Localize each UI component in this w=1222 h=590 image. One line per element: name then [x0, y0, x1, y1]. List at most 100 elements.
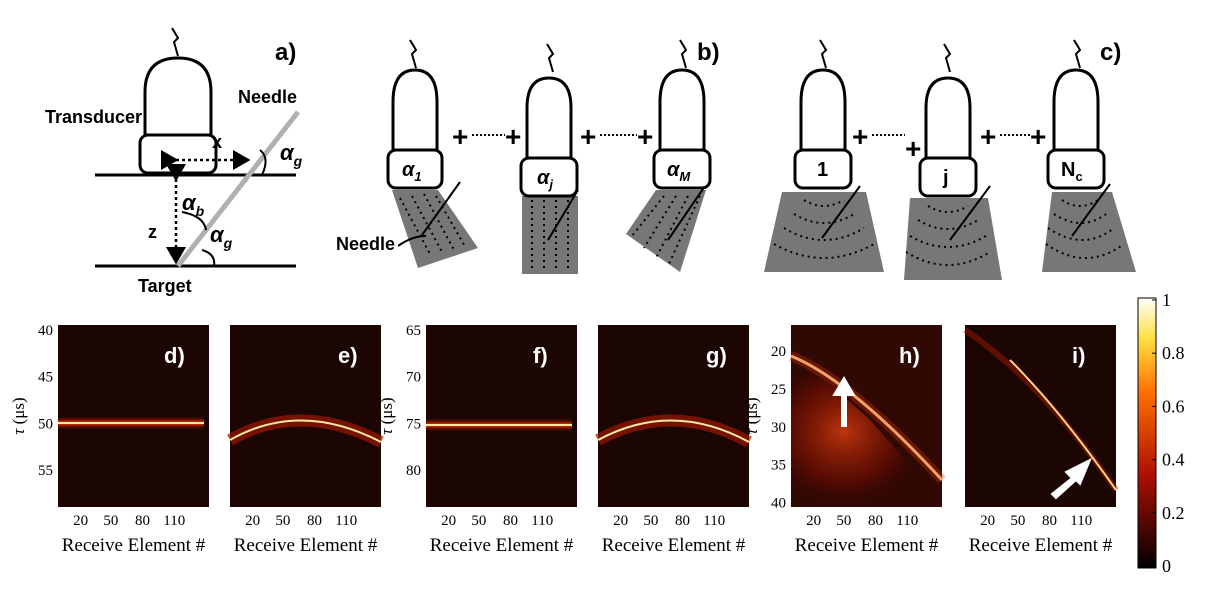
- image-d-letter: d): [164, 343, 185, 368]
- panel-b-letter: b): [697, 39, 720, 66]
- image-d: d): [58, 325, 209, 507]
- y-tick-f: 80: [406, 463, 421, 479]
- x-tick-e: 50: [275, 513, 290, 529]
- probe-b2-label: αj: [537, 167, 553, 192]
- x-tick-d: 20: [73, 513, 88, 529]
- panel-c-letter: c): [1100, 39, 1121, 66]
- arrow-h: [832, 376, 856, 427]
- y-axis-label-d: τ (μs): [9, 397, 28, 434]
- x-tick-i: 110: [1070, 513, 1092, 529]
- probe-b1: α1: [386, 39, 478, 268]
- transducer-label: Transducer: [45, 107, 142, 127]
- image-f-letter: f): [533, 343, 548, 368]
- image-e: e): [227, 325, 384, 507]
- x-tick-h: 110: [896, 513, 918, 529]
- panel-c: c) 1 + +: [764, 39, 1136, 280]
- arrow-i: [1050, 457, 1092, 500]
- y-axis-label-h: τ (μs): [742, 397, 761, 434]
- probe-c1: 1: [764, 39, 884, 272]
- x-tick-e: 110: [335, 513, 357, 529]
- plus-5: +: [852, 121, 868, 152]
- image-f: f): [426, 325, 577, 507]
- y-tick-f: 70: [406, 370, 421, 386]
- transducer-head: [138, 133, 218, 175]
- x-tick-f: 50: [471, 513, 486, 529]
- x-tick-h: 80: [868, 513, 883, 529]
- angle-arc-bottom: [201, 249, 216, 267]
- x-axis-label-d: Receive Element #: [62, 535, 206, 556]
- x-tick-i: 20: [980, 513, 995, 529]
- z-label: z: [148, 222, 157, 242]
- plus-2: +: [505, 121, 521, 152]
- y-tick-h: 35: [771, 458, 786, 474]
- colorbar-tick: 0.2: [1162, 503, 1185, 523]
- y-tick-f: 75: [406, 416, 421, 432]
- x-tick-d: 110: [163, 513, 185, 529]
- probe-c1-label: 1: [817, 159, 828, 181]
- angle-arc-b: [181, 211, 207, 231]
- needle: [176, 110, 300, 268]
- y-tick-h: 40: [771, 495, 786, 511]
- x-tick-g: 50: [643, 513, 658, 529]
- x-tick-f: 80: [503, 513, 518, 529]
- panel-a: a) Transducer Needle x z αg αb αg Target: [45, 27, 303, 296]
- x-axis-label-f: Receive Element #: [430, 535, 574, 556]
- x-tick-e: 20: [245, 513, 260, 529]
- plus-8: +: [1030, 121, 1046, 152]
- plus-1: +: [452, 121, 468, 152]
- alpha-g-top-label: αg: [280, 140, 303, 169]
- x-label: x: [212, 132, 222, 152]
- x-axis-label-g: Receive Element #: [602, 535, 746, 556]
- y-tick-h: 25: [771, 382, 786, 398]
- x-tick-h: 20: [806, 513, 821, 529]
- y-tick-f: 65: [406, 323, 421, 339]
- colorbar-ticks: 10.80.60.40.20: [1152, 290, 1185, 576]
- probe-c3: Nc: [1042, 39, 1136, 272]
- target-label: Target: [138, 276, 192, 296]
- needle-label-b: Needle: [336, 234, 395, 254]
- x-tick-g: 110: [703, 513, 725, 529]
- colorbar-tick: 1: [1162, 290, 1171, 310]
- colorbar-tick: 0.8: [1162, 343, 1185, 363]
- y-tick-d: 45: [38, 370, 53, 386]
- y-tick-d: 50: [38, 416, 53, 432]
- image-h: h): [789, 325, 946, 507]
- image-g-letter: g): [706, 343, 727, 368]
- needle-pointer: [397, 235, 427, 247]
- x-tick-g: 80: [675, 513, 690, 529]
- x-tick-d: 80: [135, 513, 150, 529]
- plus-3: +: [580, 121, 596, 152]
- x-tick-g: 20: [613, 513, 628, 529]
- cable: [171, 27, 180, 57]
- probe-c2: j: [904, 43, 1002, 280]
- x-tick-h: 50: [836, 513, 851, 529]
- probe-b3-label: αM: [667, 159, 691, 184]
- y-tick-d: 40: [38, 323, 53, 339]
- colorbar-tick: 0.4: [1162, 450, 1185, 470]
- probe-b3: αM: [626, 39, 712, 272]
- probe-b1-label: α1: [402, 159, 422, 184]
- alpha-b-label: αb: [182, 190, 205, 219]
- needle-label: Needle: [238, 87, 297, 107]
- x-tick-d: 50: [103, 513, 118, 529]
- transducer-body: [143, 56, 213, 135]
- y-tick-d: 55: [38, 463, 53, 479]
- angle-arc-top: [259, 149, 267, 176]
- image-i-letter: i): [1072, 343, 1085, 368]
- image-e-letter: e): [338, 343, 358, 368]
- image-h-letter: h): [899, 343, 920, 368]
- probe-c2-label: j: [942, 167, 949, 189]
- x-axis-label-h: Receive Element #: [795, 535, 939, 556]
- alpha-g-bottom-label: αg: [210, 222, 233, 251]
- plus-6: +: [905, 133, 921, 164]
- x-tick-e: 80: [307, 513, 322, 529]
- y-tick-h: 30: [771, 420, 786, 436]
- panel-a-letter: a): [275, 39, 296, 66]
- x-tick-f: 20: [441, 513, 456, 529]
- probe-c3-label: Nc: [1061, 159, 1083, 184]
- image-g: g): [595, 325, 752, 507]
- x-tick-i: 50: [1010, 513, 1025, 529]
- colorbar: [1137, 297, 1157, 569]
